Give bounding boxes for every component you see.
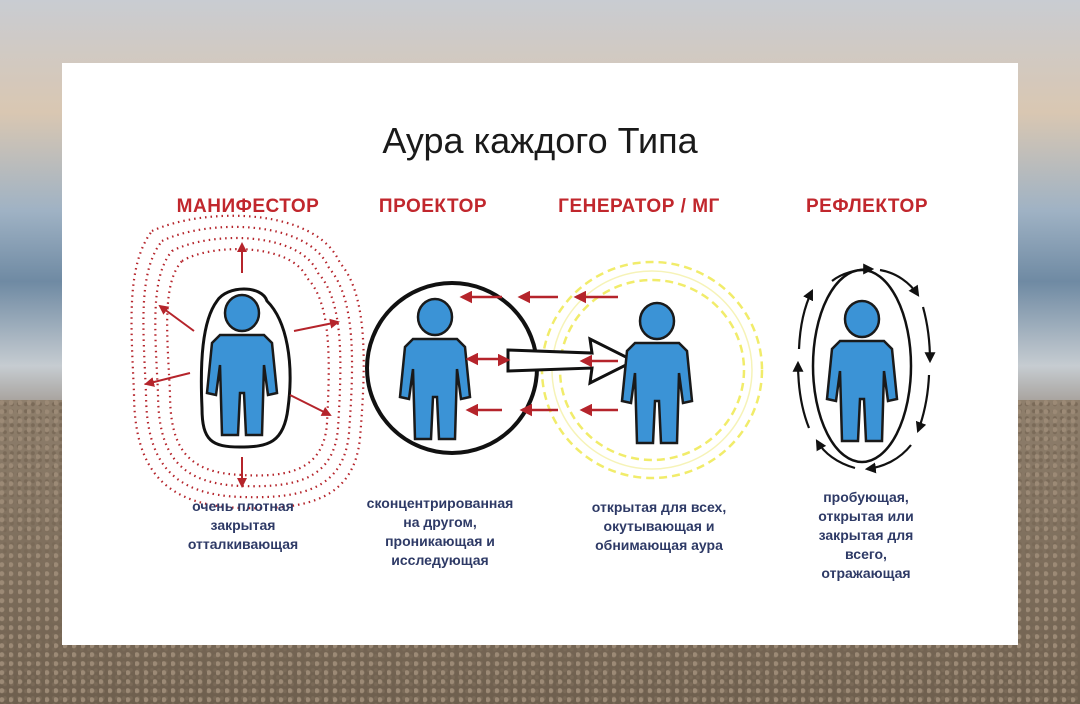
desc-line: всего, <box>845 546 887 562</box>
desc-projector: сконцентрированная на другом, проникающа… <box>340 494 540 570</box>
label-projector: ПРОЕКТОР <box>378 196 488 217</box>
desc-line: обнимающая аура <box>595 537 723 553</box>
label-generator: ГЕНЕРАТОР / МГ <box>558 196 720 217</box>
generator-arrows <box>459 290 618 417</box>
desc-line: отражающая <box>821 565 911 581</box>
desc-manifestor: очень плотная закрытая отталкивающая <box>143 497 343 554</box>
desc-generator: открытая для всех, окутывающая и обнимаю… <box>559 498 759 555</box>
reflector-figure <box>825 299 899 443</box>
desc-line: закрытая для <box>818 527 914 543</box>
desc-line: очень плотная <box>192 498 294 514</box>
desc-line: проникающая и <box>385 533 495 549</box>
reflector-arrows <box>792 263 936 474</box>
desc-line: окутывающая и <box>603 518 715 534</box>
manifestor-boundary <box>199 287 292 449</box>
aura-infographic: Аура каждого Типа МАНИФЕСТОР ПРОЕКТОР ГЕ… <box>62 63 1018 645</box>
manifestor-arrows <box>144 242 340 488</box>
desc-line: исследующая <box>391 552 489 568</box>
desc-line: открытая для всех, <box>591 499 727 515</box>
desc-line: закрытая <box>210 517 276 533</box>
desc-line: сконцентрированная <box>366 495 514 511</box>
desc-reflector: пробующая, открытая или закрытая для все… <box>766 488 966 583</box>
desc-line: отталкивающая <box>187 536 299 552</box>
aura-diagram <box>130 214 936 510</box>
manifestor-aura <box>130 214 365 510</box>
projector-penetrating-arrow <box>506 336 638 386</box>
desc-line: открытая или <box>818 508 914 524</box>
generator-figure <box>620 301 694 445</box>
label-manifestor: МАНИФЕСТОР <box>176 196 320 217</box>
manifestor-figure <box>205 293 279 437</box>
label-reflector: РЕФЛЕКТОР <box>806 196 928 217</box>
page-title: Аура каждого Типа <box>382 120 698 161</box>
projector-figure <box>398 297 472 441</box>
desc-line: на другом, <box>403 514 477 530</box>
desc-line: пробующая, <box>823 489 909 505</box>
